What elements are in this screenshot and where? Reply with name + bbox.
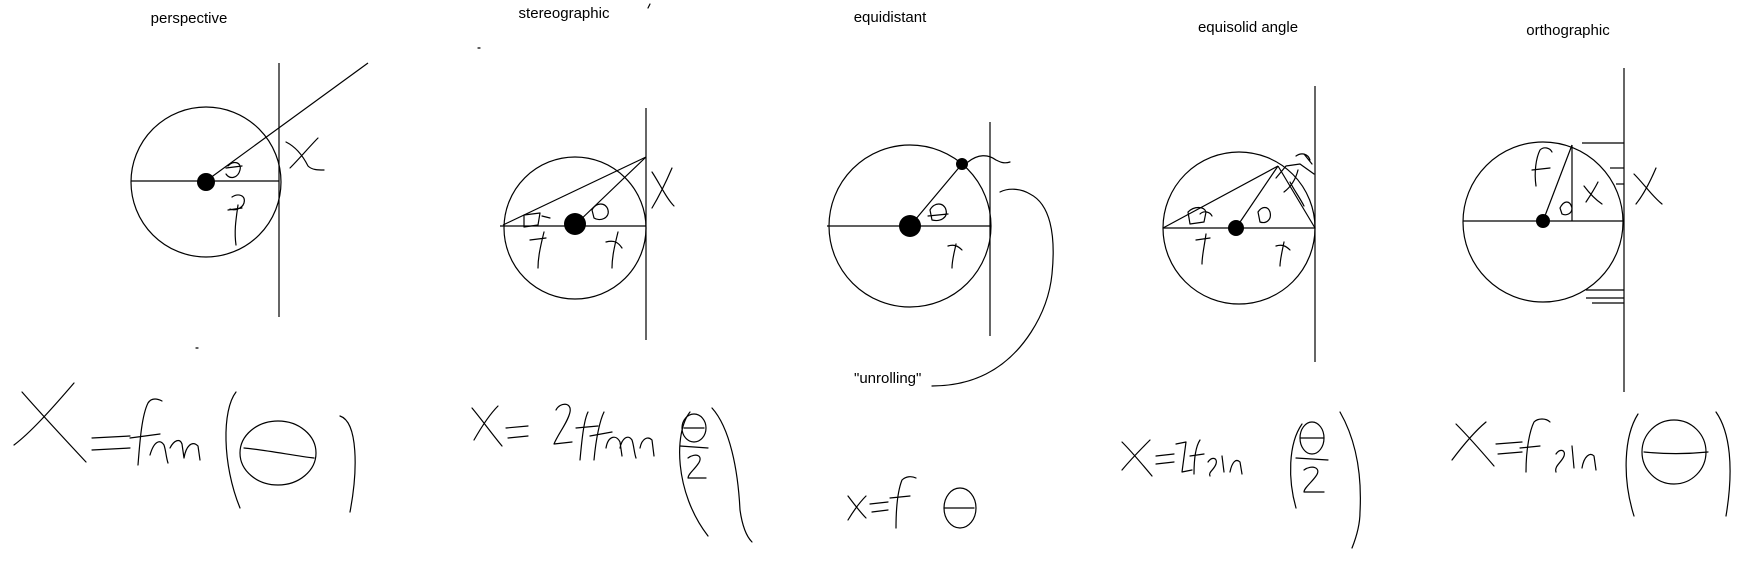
formula-x: [1121, 439, 1153, 477]
panel-orthographic: [1451, 68, 1731, 517]
projection-center: [197, 173, 215, 191]
formula-ftan: [129, 398, 201, 466]
formula-theta: [1641, 419, 1707, 485]
formula-2-denominator: [687, 454, 707, 479]
formula-equals: [1495, 441, 1523, 455]
theta-symbol: [927, 203, 949, 222]
formula-paren-left: [1290, 423, 1303, 509]
incident-ray: [1235, 165, 1279, 229]
formula-x: [471, 405, 503, 447]
projection-center: [564, 213, 586, 235]
formula-paren-left: [1625, 413, 1639, 517]
x-symbol: [1275, 163, 1315, 207]
theta-symbol: [1559, 201, 1573, 216]
unrolling-arrow: [931, 188, 1054, 387]
title-orthographic: orthographic: [1526, 22, 1610, 39]
f-symbol: [947, 243, 963, 269]
formula-paren-left: [225, 391, 241, 509]
formula-paren-right: [1715, 411, 1731, 517]
sphere-point: [956, 158, 968, 170]
panel-perspective: [13, 62, 369, 513]
stray-mark: [647, 3, 651, 9]
arc-length-mark: [967, 155, 1011, 164]
projection-center: [1536, 214, 1550, 228]
incident-ray: [574, 156, 647, 226]
formula-equals: [505, 425, 529, 439]
formula-x: [13, 382, 87, 463]
formula-2: [1175, 441, 1193, 473]
formula-equals: [1155, 453, 1175, 465]
x-symbol: [1633, 167, 1663, 205]
f-symbol-right: [1275, 241, 1291, 267]
f-symbol-right: [605, 231, 623, 269]
arrow-mark: [1295, 153, 1313, 165]
panel-stereographic: [471, 108, 753, 543]
projection-center: [1228, 220, 1244, 236]
formula-equals: [91, 435, 131, 451]
formula-paren-left: [679, 411, 709, 537]
formula-theta-bar: [1643, 451, 1709, 455]
formula-paren-right: [1339, 411, 1361, 549]
formula-theta-bar: [243, 447, 315, 459]
f-symbol: [227, 194, 245, 246]
formula-equals: [869, 501, 889, 513]
half-theta-symbol: [523, 212, 551, 228]
formula-2: [553, 403, 573, 445]
f-symbol: [1531, 147, 1553, 187]
lens-circle: [130, 106, 282, 258]
lens-circle: [1462, 141, 1624, 303]
formula-fraction-bar: [1295, 437, 1329, 461]
formula-paren-right: [711, 407, 753, 543]
theta-symbol: [1257, 206, 1271, 224]
formula-fsin: [1189, 439, 1243, 477]
formula-x: [847, 495, 867, 521]
incident-ray: [909, 163, 963, 227]
projection-center: [899, 215, 921, 237]
f-symbol-left: [529, 231, 547, 269]
formula-fsin: [1519, 418, 1597, 473]
incident-ray: [1542, 144, 1573, 222]
x-symbol-inner: [1583, 181, 1603, 205]
formula-f: [889, 476, 917, 529]
title-stereographic: stereographic: [518, 5, 610, 22]
formula-2-denominator: [1303, 466, 1325, 493]
incident-ray: [205, 62, 369, 182]
stereo-ray: [502, 156, 647, 226]
formula-theta: [681, 413, 707, 443]
formula-paren-right: [339, 415, 356, 513]
panel-equisolid: [1121, 86, 1361, 549]
title-perspective: perspective: [150, 10, 228, 27]
half-theta-symbol: [1187, 206, 1213, 225]
title-equidistant: equidistant: [853, 9, 927, 26]
formula-x: [1451, 421, 1495, 467]
x-symbol: [651, 167, 675, 209]
formula-theta: [239, 420, 317, 486]
stray-marks: [195, 3, 651, 349]
formula-ftan: [575, 411, 655, 461]
theta-symbol: [225, 161, 243, 179]
f-symbol-left: [1195, 233, 1211, 265]
unrolling-label: "unrolling": [854, 370, 922, 387]
theta-symbol: [591, 203, 609, 221]
chord-ray: [1162, 165, 1279, 229]
x-symbol: [285, 137, 325, 171]
title-equisolid: equisolid angle: [1197, 19, 1299, 36]
formula-fraction-bar: [679, 427, 709, 449]
chord-to-plane: [1277, 165, 1316, 229]
panel-equidistant: [827, 122, 1054, 529]
